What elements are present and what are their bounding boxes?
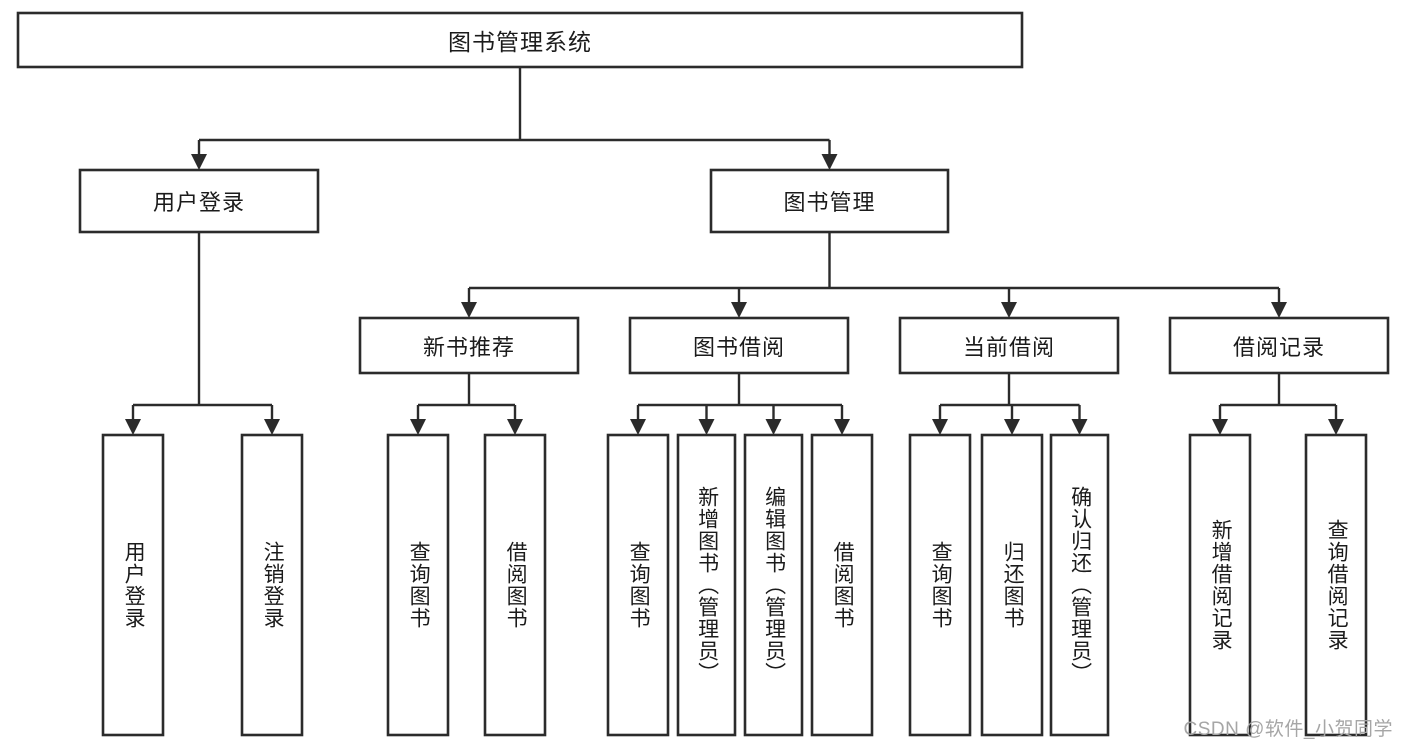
node-box-leaf-query-book-1[interactable] xyxy=(386,433,450,737)
arrow-head-icon-book-borrow xyxy=(731,302,747,318)
boxes-layer xyxy=(16,11,1390,737)
arrow-head-icon-leaf-query-book-2 xyxy=(630,419,646,435)
arrow-head-icon-leaf-add-book xyxy=(698,419,715,435)
arrow-head-icon-book-manage xyxy=(821,154,838,170)
node-box-leaf-add-book[interactable] xyxy=(676,433,737,737)
node-box-leaf-borrow-book-1[interactable] xyxy=(483,433,547,737)
node-box-leaf-edit-book[interactable] xyxy=(743,433,804,737)
node-box-leaf-confirm-return[interactable] xyxy=(1049,433,1110,737)
node-box-current-borrow[interactable] xyxy=(898,316,1120,375)
node-box-leaf-user-login[interactable] xyxy=(101,433,165,737)
node-box-book-borrow[interactable] xyxy=(628,316,850,375)
arrow-head-icon-leaf-query-record xyxy=(1328,419,1344,435)
arrow-head-icon-leaf-edit-book xyxy=(765,419,782,435)
node-box-leaf-query-record[interactable] xyxy=(1304,433,1368,737)
arrow-head-icon-leaf-query-book-1 xyxy=(410,419,426,435)
watermark-text: CSDN @软件_小贺同学 xyxy=(1183,719,1393,740)
node-box-leaf-query-book-3[interactable] xyxy=(908,433,972,737)
arrow-head-icon-borrow-record xyxy=(1271,302,1287,318)
node-box-leaf-borrow-book-2[interactable] xyxy=(810,433,874,737)
arrow-head-icon-leaf-user-logout xyxy=(264,419,280,435)
arrow-head-icon-leaf-return-book xyxy=(1004,419,1020,435)
node-box-leaf-add-record[interactable] xyxy=(1188,433,1252,737)
arrow-head-icon-leaf-confirm-return xyxy=(1071,419,1088,435)
arrow-head-icon-new-book-rec xyxy=(461,302,477,318)
arrow-head-icon-leaf-query-book-3 xyxy=(932,419,948,435)
node-box-leaf-return-book[interactable] xyxy=(980,433,1044,737)
node-box-leaf-user-logout[interactable] xyxy=(240,433,304,737)
node-box-user-login[interactable] xyxy=(78,168,320,234)
arrow-head-icon-leaf-borrow-book-2 xyxy=(834,419,850,435)
node-box-leaf-query-book-2[interactable] xyxy=(606,433,670,737)
arrow-head-icon-leaf-user-login xyxy=(125,419,141,435)
arrow-head-icon-current-borrow xyxy=(1001,302,1017,318)
node-box-new-book-rec[interactable] xyxy=(358,316,580,375)
edges-layer xyxy=(125,67,1344,435)
node-box-book-manage[interactable] xyxy=(709,168,950,234)
node-box-borrow-record[interactable] xyxy=(1168,316,1390,375)
node-box-root[interactable] xyxy=(16,11,1024,69)
arrow-head-icon-leaf-add-record xyxy=(1212,419,1228,435)
arrow-head-icon-leaf-borrow-book-1 xyxy=(507,419,523,435)
arrow-head-icon-user-login xyxy=(191,154,207,170)
